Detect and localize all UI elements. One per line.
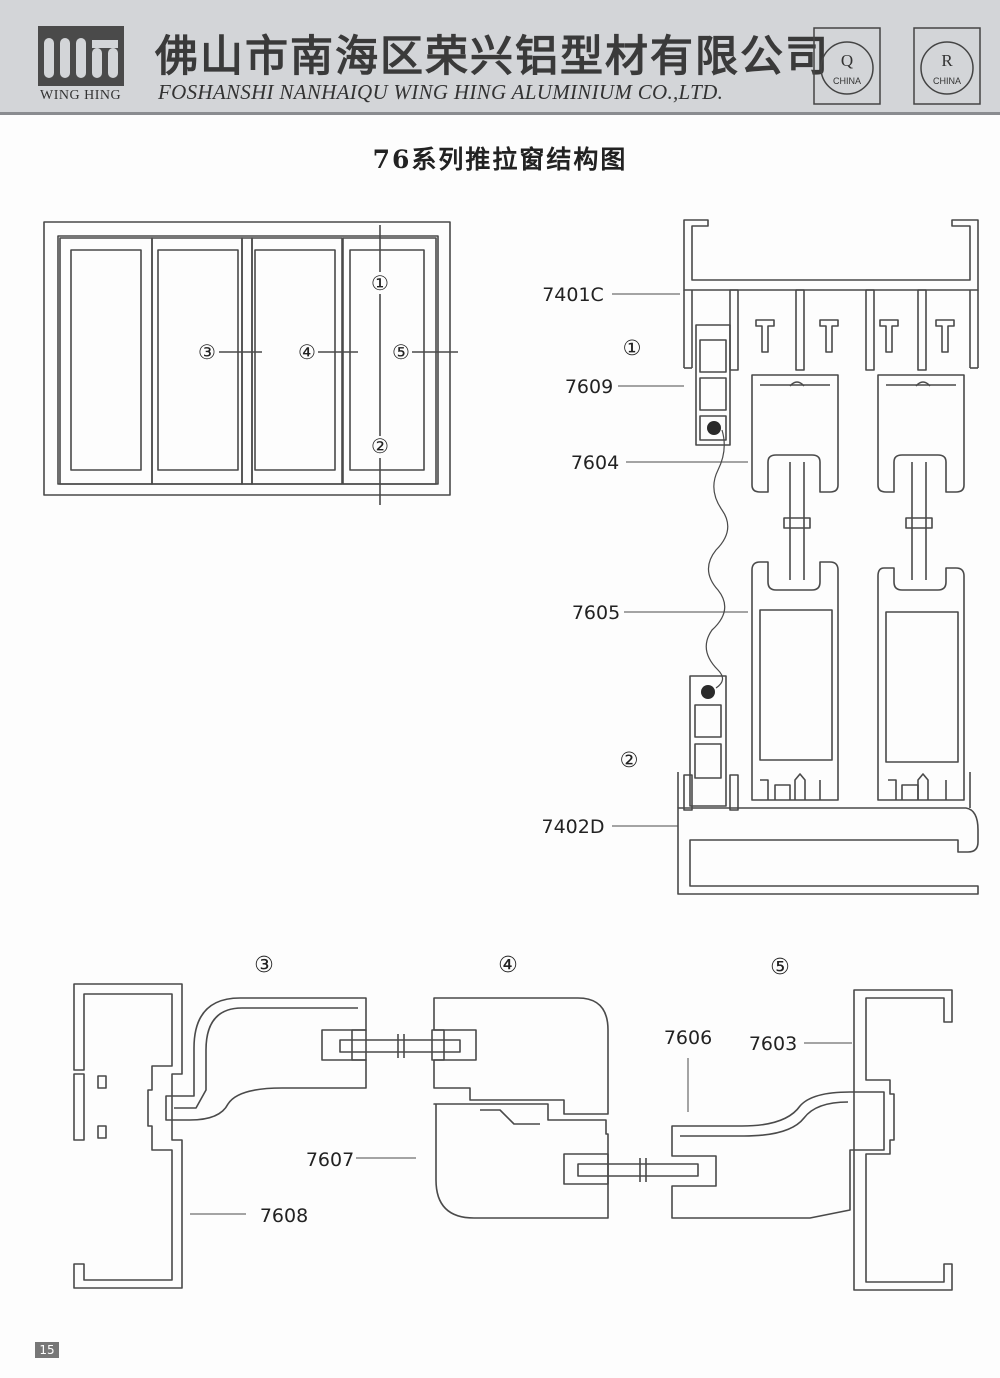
company-name-chinese: 佛山市南海区荣兴铝型材有限公司 [155, 32, 830, 82]
detail-3-section [73, 983, 367, 1289]
section-marker-1: ① [623, 336, 642, 360]
callout-1: ① [371, 271, 389, 295]
quality-cert-icon: Q CHINA [813, 27, 881, 105]
cert-r-letter: R [941, 51, 953, 70]
callout-3: ③ [198, 340, 216, 364]
part-7402d-label: 7402D [542, 816, 605, 838]
part-7607-label: 7607 [306, 1149, 354, 1171]
detail-marker-4: ④ [498, 953, 518, 978]
detail-5-section [671, 989, 953, 1291]
detail-marker-3: ③ [254, 953, 274, 978]
callout-2: ② [371, 434, 389, 458]
page-number: 15 [35, 1342, 59, 1358]
detail-4-section [321, 997, 699, 1219]
cert-r-label: CHINA [933, 76, 961, 86]
part-7604-label: 7604 [571, 452, 619, 474]
part-7609-label: 7609 [565, 376, 613, 398]
cert-q-letter: Q [841, 51, 853, 70]
registered-cert-icon: R CHINA [913, 27, 981, 105]
vertical-section [612, 219, 979, 895]
callout-4: ④ [298, 340, 316, 364]
header-band [0, 0, 1000, 112]
window-elevation [43, 221, 458, 505]
logo-text: WING HING [40, 88, 122, 103]
part-7605-label: 7605 [572, 602, 620, 624]
part-7608-label: 7608 [260, 1205, 308, 1227]
part-7606-label: 7606 [664, 1027, 712, 1049]
wing-hing-logo [38, 26, 124, 86]
callout-5: ⑤ [392, 340, 410, 364]
company-name-english: FOSHANSHI NANHAIQU WING HING ALUMINIUM C… [158, 80, 724, 104]
part-7603-label: 7603 [749, 1033, 797, 1055]
page-title: 76系列推拉窗结构图 [372, 145, 628, 174]
section-marker-2: ② [620, 748, 639, 772]
header-divider [0, 112, 1000, 115]
cert-q-label: CHINA [833, 76, 861, 86]
part-7401c-label: 7401C [542, 284, 604, 306]
detail-marker-5: ⑤ [770, 955, 790, 980]
